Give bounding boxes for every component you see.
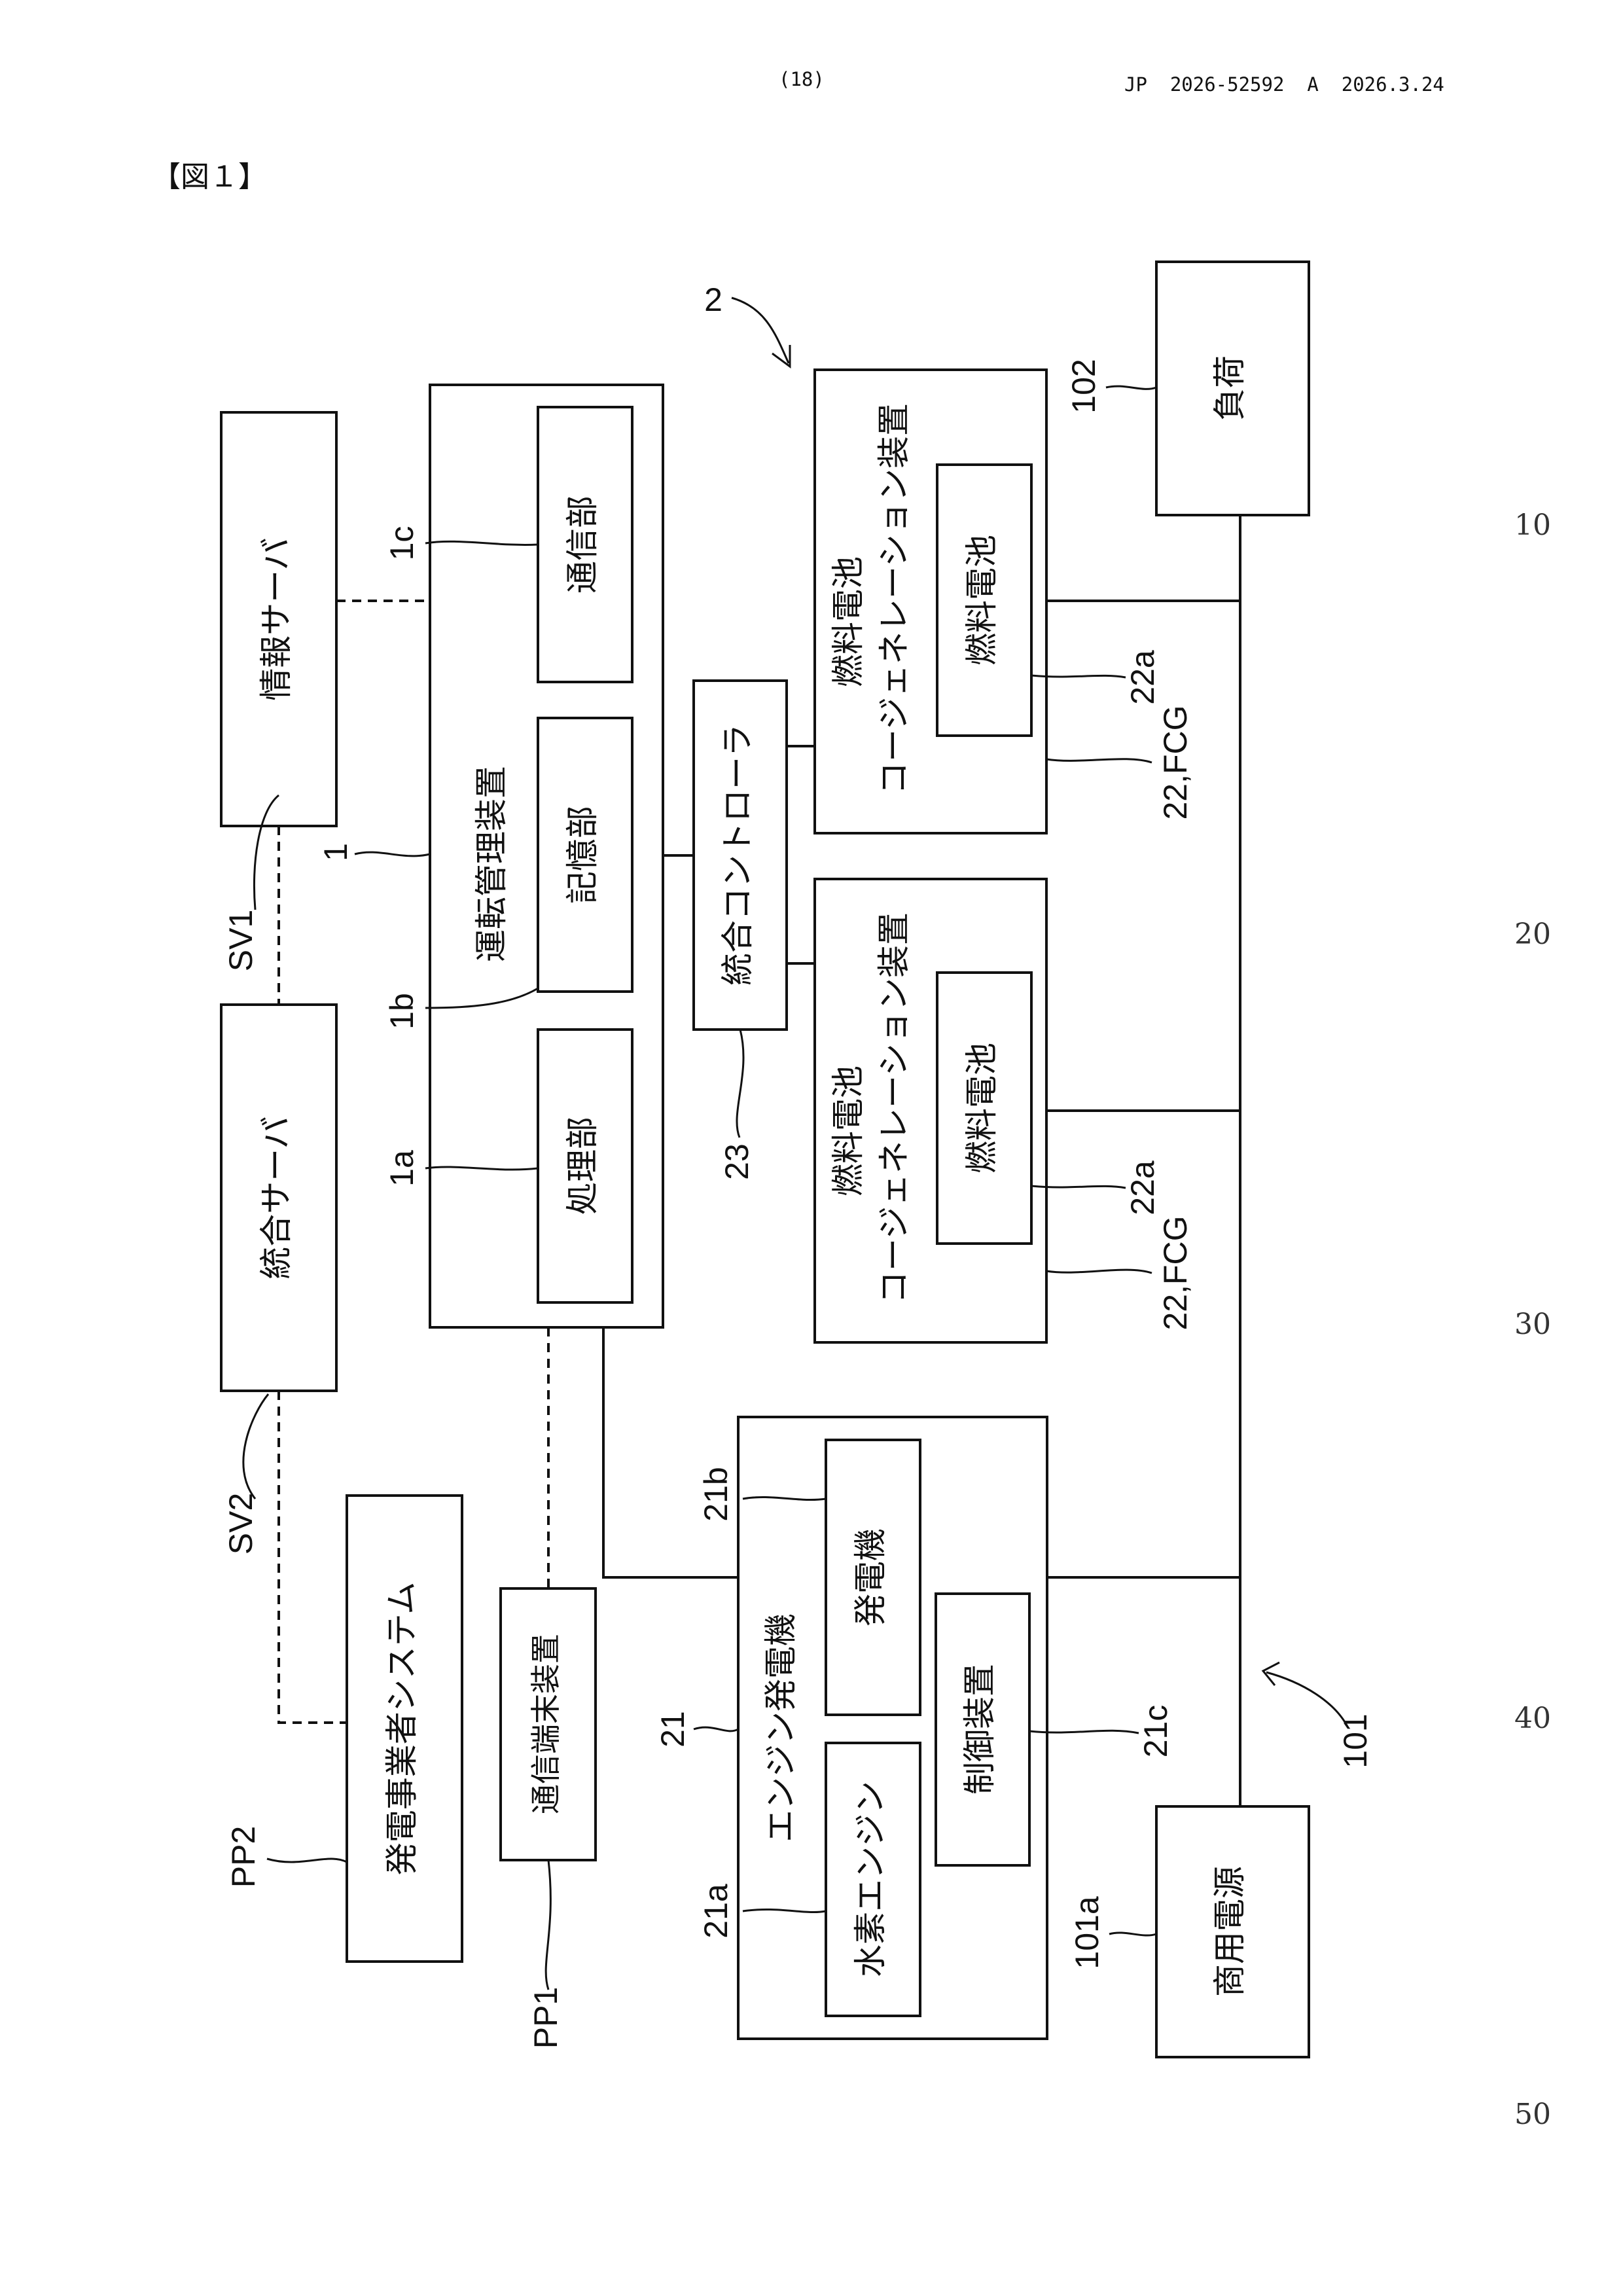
leader-23 [737, 1030, 743, 1138]
leader-102 [1106, 386, 1156, 389]
leader-2-arrow [732, 298, 789, 363]
line-number-50: 50 [1514, 2098, 1551, 2131]
load-label: 負荷 [1211, 355, 1248, 421]
link-mgmt-engine [603, 1327, 738, 1577]
fc-cogen-upper-title-2: コージェネレーション装置 [876, 403, 912, 795]
line-number-30: 30 [1514, 1308, 1551, 1341]
ref-22fcg-upper: 22,FCG [1157, 705, 1194, 819]
ref-21b: 21b [698, 1467, 734, 1521]
leader-101a [1109, 1933, 1156, 1935]
storage-unit-label: 記憶部 [564, 806, 601, 904]
processing-unit-label: 処理部 [564, 1117, 601, 1215]
operation-mgmt-device-label: 運転管理装置 [473, 766, 510, 962]
ref-102: 102 [1065, 359, 1102, 413]
ref-21c: 21c [1137, 1705, 1174, 1758]
dash-integrated-to-operator [279, 1391, 347, 1723]
ref-22a-upper: 22a [1124, 650, 1161, 705]
ref-21: 21 [654, 1711, 691, 1748]
generator-label: 発電機 [852, 1528, 889, 1626]
leader-1a [425, 1167, 538, 1170]
ref-101: 101 [1337, 1713, 1374, 1768]
leader-1b [425, 988, 538, 1008]
fc-cogen-upper-title-1: 燃料電池 [830, 556, 866, 687]
ref-22a-lower: 22a [1124, 1160, 1161, 1215]
line-number-20: 20 [1514, 918, 1551, 951]
line-number-10: 10 [1514, 509, 1551, 542]
fuel-cell-upper-label: 燃料電池 [963, 535, 1000, 666]
ref-1: 1 [317, 843, 354, 861]
leader-sv2 [243, 1394, 268, 1499]
ref-sv1: SV1 [223, 910, 259, 972]
leader-22fcg-upper [1046, 759, 1152, 762]
leader-1c [425, 541, 538, 545]
integrated-server-label: 統合サーバ [258, 1116, 294, 1280]
ref-23: 23 [719, 1143, 755, 1180]
leader-22fcg-lower [1046, 1270, 1152, 1273]
ref-101a: 101a [1069, 1896, 1105, 1969]
leader-sv1 [254, 795, 279, 910]
hydrogen-engine-label: 水素エンジン [852, 1781, 889, 1977]
ref-pp2: PP2 [225, 1826, 262, 1888]
engine-generator-label: エンジン発電機 [762, 1613, 799, 1842]
commercial-power-label: 商用電源 [1211, 1866, 1248, 1997]
ref-sv2: SV2 [223, 1493, 259, 1555]
ref-1b: 1b [383, 993, 420, 1030]
fc-cogen-lower-title-2: コージェネレーション装置 [876, 912, 912, 1304]
ref-1a: 1a [383, 1150, 420, 1187]
leader-21 [694, 1727, 738, 1731]
control-device-label: 制御装置 [961, 1664, 998, 1795]
ref-2: 2 [704, 281, 722, 318]
comm-unit-label: 通信部 [564, 495, 601, 594]
leader-22a-lower [1031, 1186, 1126, 1188]
leader-pp1 [546, 1860, 550, 1990]
ref-1c: 1c [383, 526, 420, 561]
figure-label: 【図１】 [152, 160, 267, 194]
fuel-cell-lower-label: 燃料電池 [963, 1043, 1000, 1174]
leader-101-arrow [1266, 1672, 1348, 1728]
operation-mgmt-device-box [430, 385, 663, 1327]
comm-terminal-label: 通信端末装置 [529, 1634, 563, 1814]
leader-21a [743, 1909, 826, 1912]
leader-21b [743, 1497, 826, 1499]
integrated-controller-label: 統合コントローラ [719, 724, 756, 986]
line-number-40: 40 [1514, 1702, 1551, 1735]
info-server-label: 情報サーバ [258, 537, 294, 701]
ref-22fcg-lower: 22,FCG [1157, 1215, 1194, 1330]
fc-cogen-lower-title-1: 燃料電池 [830, 1066, 866, 1196]
power-operator-system-label: 発電事業者システム [383, 1582, 420, 1876]
leader-1 [355, 852, 430, 856]
ref-21a: 21a [698, 1884, 734, 1939]
leader-pp2 [267, 1859, 347, 1862]
ref-pp1: PP1 [527, 1987, 564, 2049]
leader-22a-upper [1031, 675, 1126, 677]
